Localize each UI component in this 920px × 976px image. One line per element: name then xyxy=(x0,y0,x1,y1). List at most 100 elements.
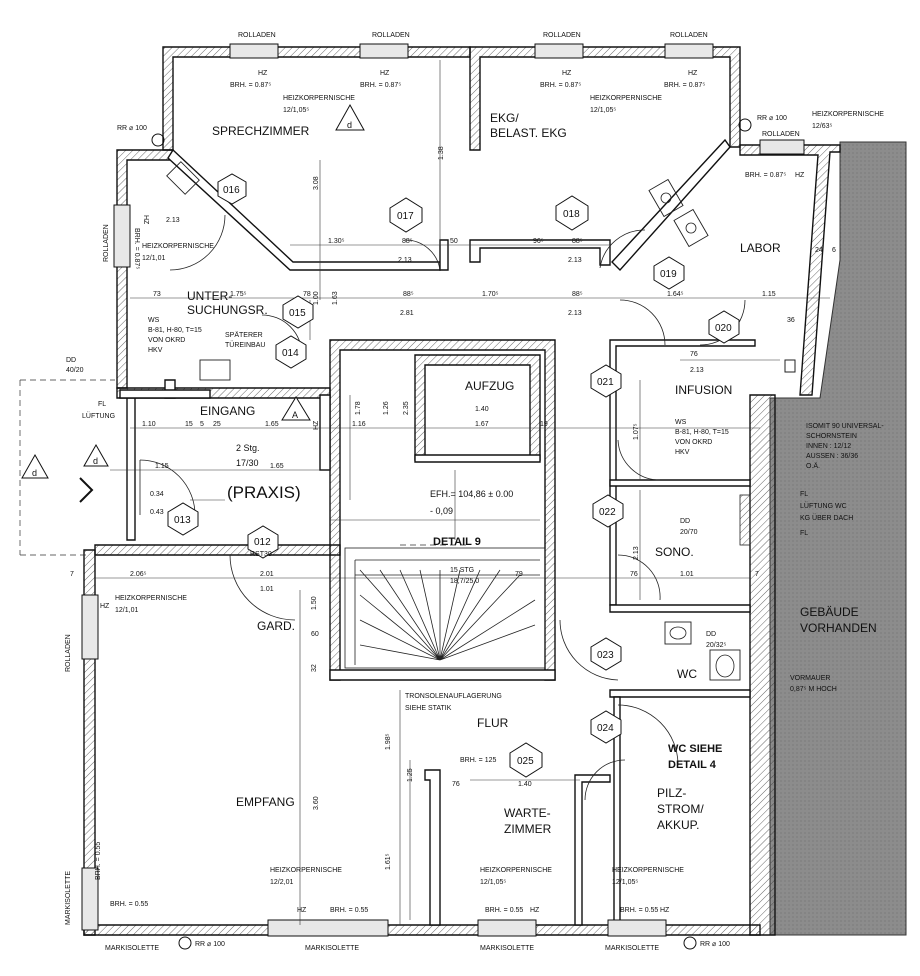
shutter-label: ROLLADEN xyxy=(762,131,800,138)
room-tag: 023 xyxy=(597,650,614,661)
room-pilzstrom: AKKUP. xyxy=(657,818,699,832)
wall-opening-note: HKV xyxy=(148,347,163,354)
heater-label: HZ xyxy=(258,70,268,77)
wall-opening-note: VON OKRD xyxy=(675,439,712,446)
chimney-note: INNEN : 12/12 xyxy=(806,443,851,450)
section-marker-label: A xyxy=(292,410,298,420)
room-gard: GARD. xyxy=(257,619,295,633)
radiator-niche: HEIZKORPERNISCHE xyxy=(590,95,662,102)
room-tag: 024 xyxy=(597,723,614,734)
neighbor-label: VORHANDEN xyxy=(800,621,877,635)
fixtures xyxy=(166,161,796,681)
doors xyxy=(139,214,746,801)
chimney-note: ISOMIT 90 UNIVERSAL- xyxy=(806,423,884,430)
room-tag: 018 xyxy=(563,209,580,220)
dimension: 88⁵ xyxy=(402,238,413,245)
dimension: 5 xyxy=(200,421,204,428)
dimension: 1.26 xyxy=(383,401,390,415)
wall-opening-note: HKV xyxy=(675,449,690,456)
dimension: 0.43 xyxy=(150,509,164,516)
room-sono: SONO. xyxy=(655,545,694,559)
awning-label: MARKISOLETTE xyxy=(480,945,534,952)
ventilation-label: LÜFTUNG WC xyxy=(800,502,847,510)
room-labor: LABOR xyxy=(740,241,781,255)
heater-label: HZ xyxy=(562,70,572,77)
sill-height: BRH. = 0.87⁵ xyxy=(230,82,271,89)
sill-height: BRH. = 0.87⁵ xyxy=(745,172,786,179)
room-flur: FLUR xyxy=(477,716,509,730)
ceiling-opening: DD xyxy=(680,518,690,525)
sill-height: BRH. = 0.55 xyxy=(485,907,523,914)
room-sprechzimmer: SPRECHZIMMER xyxy=(212,124,310,138)
wall-opening-note: B-81, H-80, T=15 xyxy=(148,327,202,334)
room-tag: 021 xyxy=(597,377,614,388)
chimney-note: SCHORNSTEIN xyxy=(806,433,857,440)
dimension: 2.13 xyxy=(398,257,412,264)
shutter-label: ROLLADEN xyxy=(65,634,72,672)
ventilation-label: FL xyxy=(98,401,106,408)
radiator-niche: HEIZKORPERNISCHE xyxy=(142,243,214,250)
radiator-niche: HEIZKORPERNISCHE xyxy=(480,867,552,874)
room-tag: 014 xyxy=(282,348,299,359)
heater-label: HZ xyxy=(660,907,670,914)
facing-wall-note: VORMAUER xyxy=(790,675,830,682)
dimension: 76 xyxy=(452,781,460,788)
console-note: SIEHE STATIK xyxy=(405,705,452,712)
dimension: 73 xyxy=(153,291,161,298)
dimension: 6 xyxy=(832,247,836,254)
wall-opening-note: WS xyxy=(675,419,687,426)
floor-level: - 0,09 xyxy=(430,506,453,516)
dimension: 3.60 xyxy=(313,796,320,810)
ventilation-label: FL xyxy=(800,491,808,498)
heater-label: HZ xyxy=(297,907,307,914)
radiator-niche: 12/1,05⁵ xyxy=(590,107,616,114)
dimension: 1.15 xyxy=(762,291,776,298)
ceiling-opening: 20/32⁵ xyxy=(706,642,727,649)
radiator-niche: HEIZKORPERNISCHE xyxy=(270,867,342,874)
room-untersuchung: SUCHUNGSR. xyxy=(187,303,268,317)
rain-pipe-markers xyxy=(151,118,752,950)
room-wc: WC xyxy=(677,667,697,681)
dimension: 1.10 xyxy=(142,421,156,428)
sill-height: BRH. = 0.87⁵ xyxy=(360,82,401,89)
dimension: 60 xyxy=(311,631,319,638)
room-wartezimmer: ZIMMER xyxy=(504,822,552,836)
room-untersuchung: UNTER- xyxy=(187,289,232,303)
dimension: 1.65 xyxy=(265,421,279,428)
dimension: 1.00 xyxy=(313,291,320,305)
sill-height: BRH. = 0.87⁵ xyxy=(664,82,705,89)
room-tag: 025 xyxy=(517,756,534,767)
heater-label: HZ xyxy=(380,70,390,77)
heater-label: HZ xyxy=(100,603,110,610)
room-aufzug: AUFZUG xyxy=(465,379,514,393)
awning-label: MARKISOLETTE xyxy=(65,871,72,925)
radiator-niche: 12/1,05⁵ xyxy=(612,879,638,886)
room-tag-hex xyxy=(590,637,622,671)
ceiling-opening: 20/70 xyxy=(680,529,698,536)
sill-height: BRH. = 0.55 xyxy=(620,907,658,914)
radiator-niche: HEIZKORPERNISCHE xyxy=(115,595,187,602)
dimension: 1.07⁵ xyxy=(633,423,640,440)
radiator-niche: 12/63⁵ xyxy=(812,123,833,130)
section-marker-label: d xyxy=(347,120,352,130)
dimension: 2.13 xyxy=(690,367,704,374)
room-tag-hex xyxy=(282,295,314,329)
windows xyxy=(81,43,805,937)
dimension: 1.15 xyxy=(155,463,169,470)
dimension: 2.13 xyxy=(568,257,582,264)
dimension: 88⁵ xyxy=(572,291,583,298)
dimension: 2.01 xyxy=(260,571,274,578)
dimension: 2.13 xyxy=(166,217,180,224)
radiator-niche: 12/1,01 xyxy=(142,255,165,262)
dimension: 7 xyxy=(70,571,74,578)
dimension: 2.06⁵ xyxy=(130,571,147,578)
dimension: 1.67 xyxy=(475,421,489,428)
radiator-niche: 12/1,05⁵ xyxy=(480,879,506,886)
staircase xyxy=(344,544,546,669)
dimension: 76 xyxy=(690,351,698,358)
stair-info: 18,7/25,0 xyxy=(450,578,479,585)
dimension: 1.78 xyxy=(355,401,362,415)
dimension: 1.98⁵ xyxy=(385,733,392,750)
dimension: 19 xyxy=(540,421,548,428)
